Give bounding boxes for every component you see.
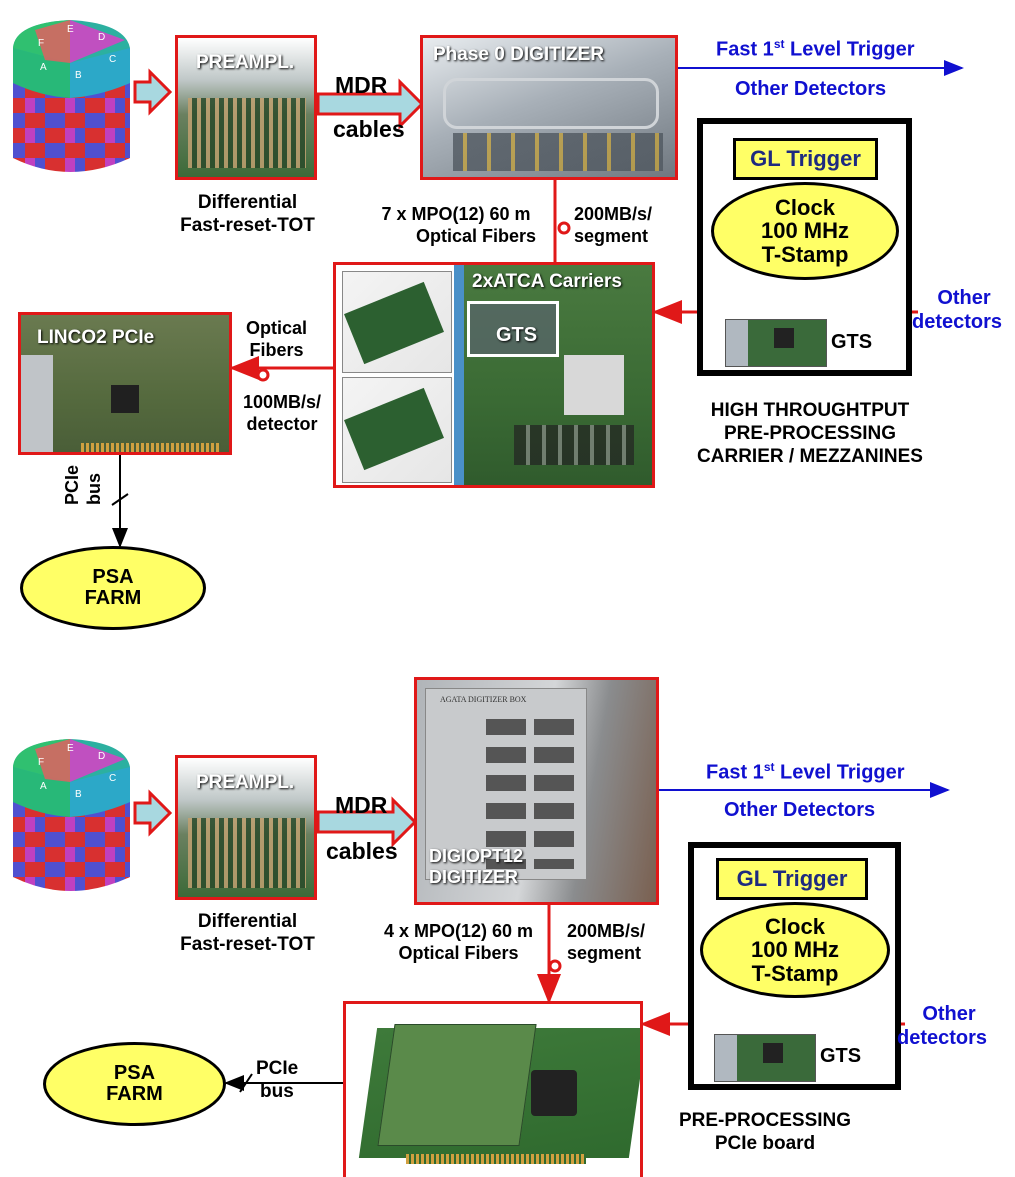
mdr-cable-arrow [316, 78, 425, 130]
svg-text:E: E [67, 24, 74, 35]
detector-crystal-icon: F E D C B A [13, 20, 130, 172]
detector-crystal-icon: F E D C B A [13, 739, 130, 891]
svg-text:A: A [40, 62, 47, 73]
atca-carriers-photo: 2xATCA Carriers GTS [333, 262, 655, 488]
optical-link-icon [557, 221, 571, 235]
svg-text:F: F [38, 757, 44, 768]
detector-to-preamp-arrow [133, 68, 173, 116]
svg-text:C: C [109, 773, 116, 784]
preamp-photo: PREAMPL. [175, 755, 317, 900]
digitizer-title: Phase 0 DIGITIZER [433, 44, 605, 65]
svg-text:A: A [40, 781, 47, 792]
digitizer-panel: AGATA DIGITIZER BOX [425, 688, 587, 880]
svg-text:C: C [109, 54, 116, 65]
svg-text:B: B [75, 70, 82, 81]
gl-trigger-label: GL Trigger [733, 138, 878, 180]
preamp-title: PREAMPL. [196, 52, 295, 73]
gl-trigger-label: GL Trigger [716, 858, 868, 900]
optical-link-icon [256, 368, 270, 382]
phase0-digitizer-photo: Phase 0 DIGITIZER [420, 35, 678, 180]
rate-detector-label: 100MB/s/detector [243, 392, 322, 434]
gts-board-photo [725, 319, 827, 367]
mezzanine-photo-top [342, 271, 452, 373]
gts-board-photo [714, 1034, 816, 1082]
svg-text:B: B [75, 789, 82, 800]
svg-text:F: F [38, 38, 44, 49]
cables-label: cables [333, 116, 405, 142]
cables-label: cables [326, 838, 398, 864]
linco-title: LINCO2 PCIe [37, 327, 155, 348]
fast-trigger-label: Fast 1st Level Trigger [716, 37, 915, 61]
other-detectors-label: Other Detectors [735, 78, 887, 100]
mdr-cable-arrow [316, 796, 418, 848]
mdr-label: MDR [335, 72, 388, 98]
box-label: AGATA DIGITIZER BOX [440, 695, 527, 704]
pcie-board-photo [343, 1001, 643, 1177]
atca-board [454, 265, 652, 485]
svg-text:E: E [67, 743, 74, 754]
atca-title: 2xATCA Carriers [472, 271, 622, 292]
linco2-pcie-photo: LINCO2 PCIe [18, 312, 232, 455]
fast-trigger-label: Fast 1st Level Trigger [706, 760, 905, 784]
detector-to-preamp-arrow [133, 789, 173, 837]
fibers-right-label: 200MB/s/segment [574, 204, 653, 246]
svg-text:D: D [98, 751, 105, 762]
preamp-pins [188, 98, 306, 168]
other-detectors-label: Other Detectors [724, 799, 876, 821]
optical-link-icon [548, 959, 562, 973]
gts-label: GTS [831, 331, 873, 353]
preamp-photo: PREAMPL. [175, 35, 317, 180]
mezzanine-photo-bottom [342, 377, 452, 483]
gts-inner-label: GTS [496, 324, 538, 346]
gts-inner-box: GTS [467, 301, 559, 357]
svg-text:D: D [98, 32, 105, 43]
gts-label: GTS [820, 1045, 862, 1067]
fibers-right-label: 200MB/s/segment [567, 921, 646, 963]
preamp-title: PREAMPL. [196, 772, 295, 793]
mdr-label: MDR [335, 792, 388, 818]
